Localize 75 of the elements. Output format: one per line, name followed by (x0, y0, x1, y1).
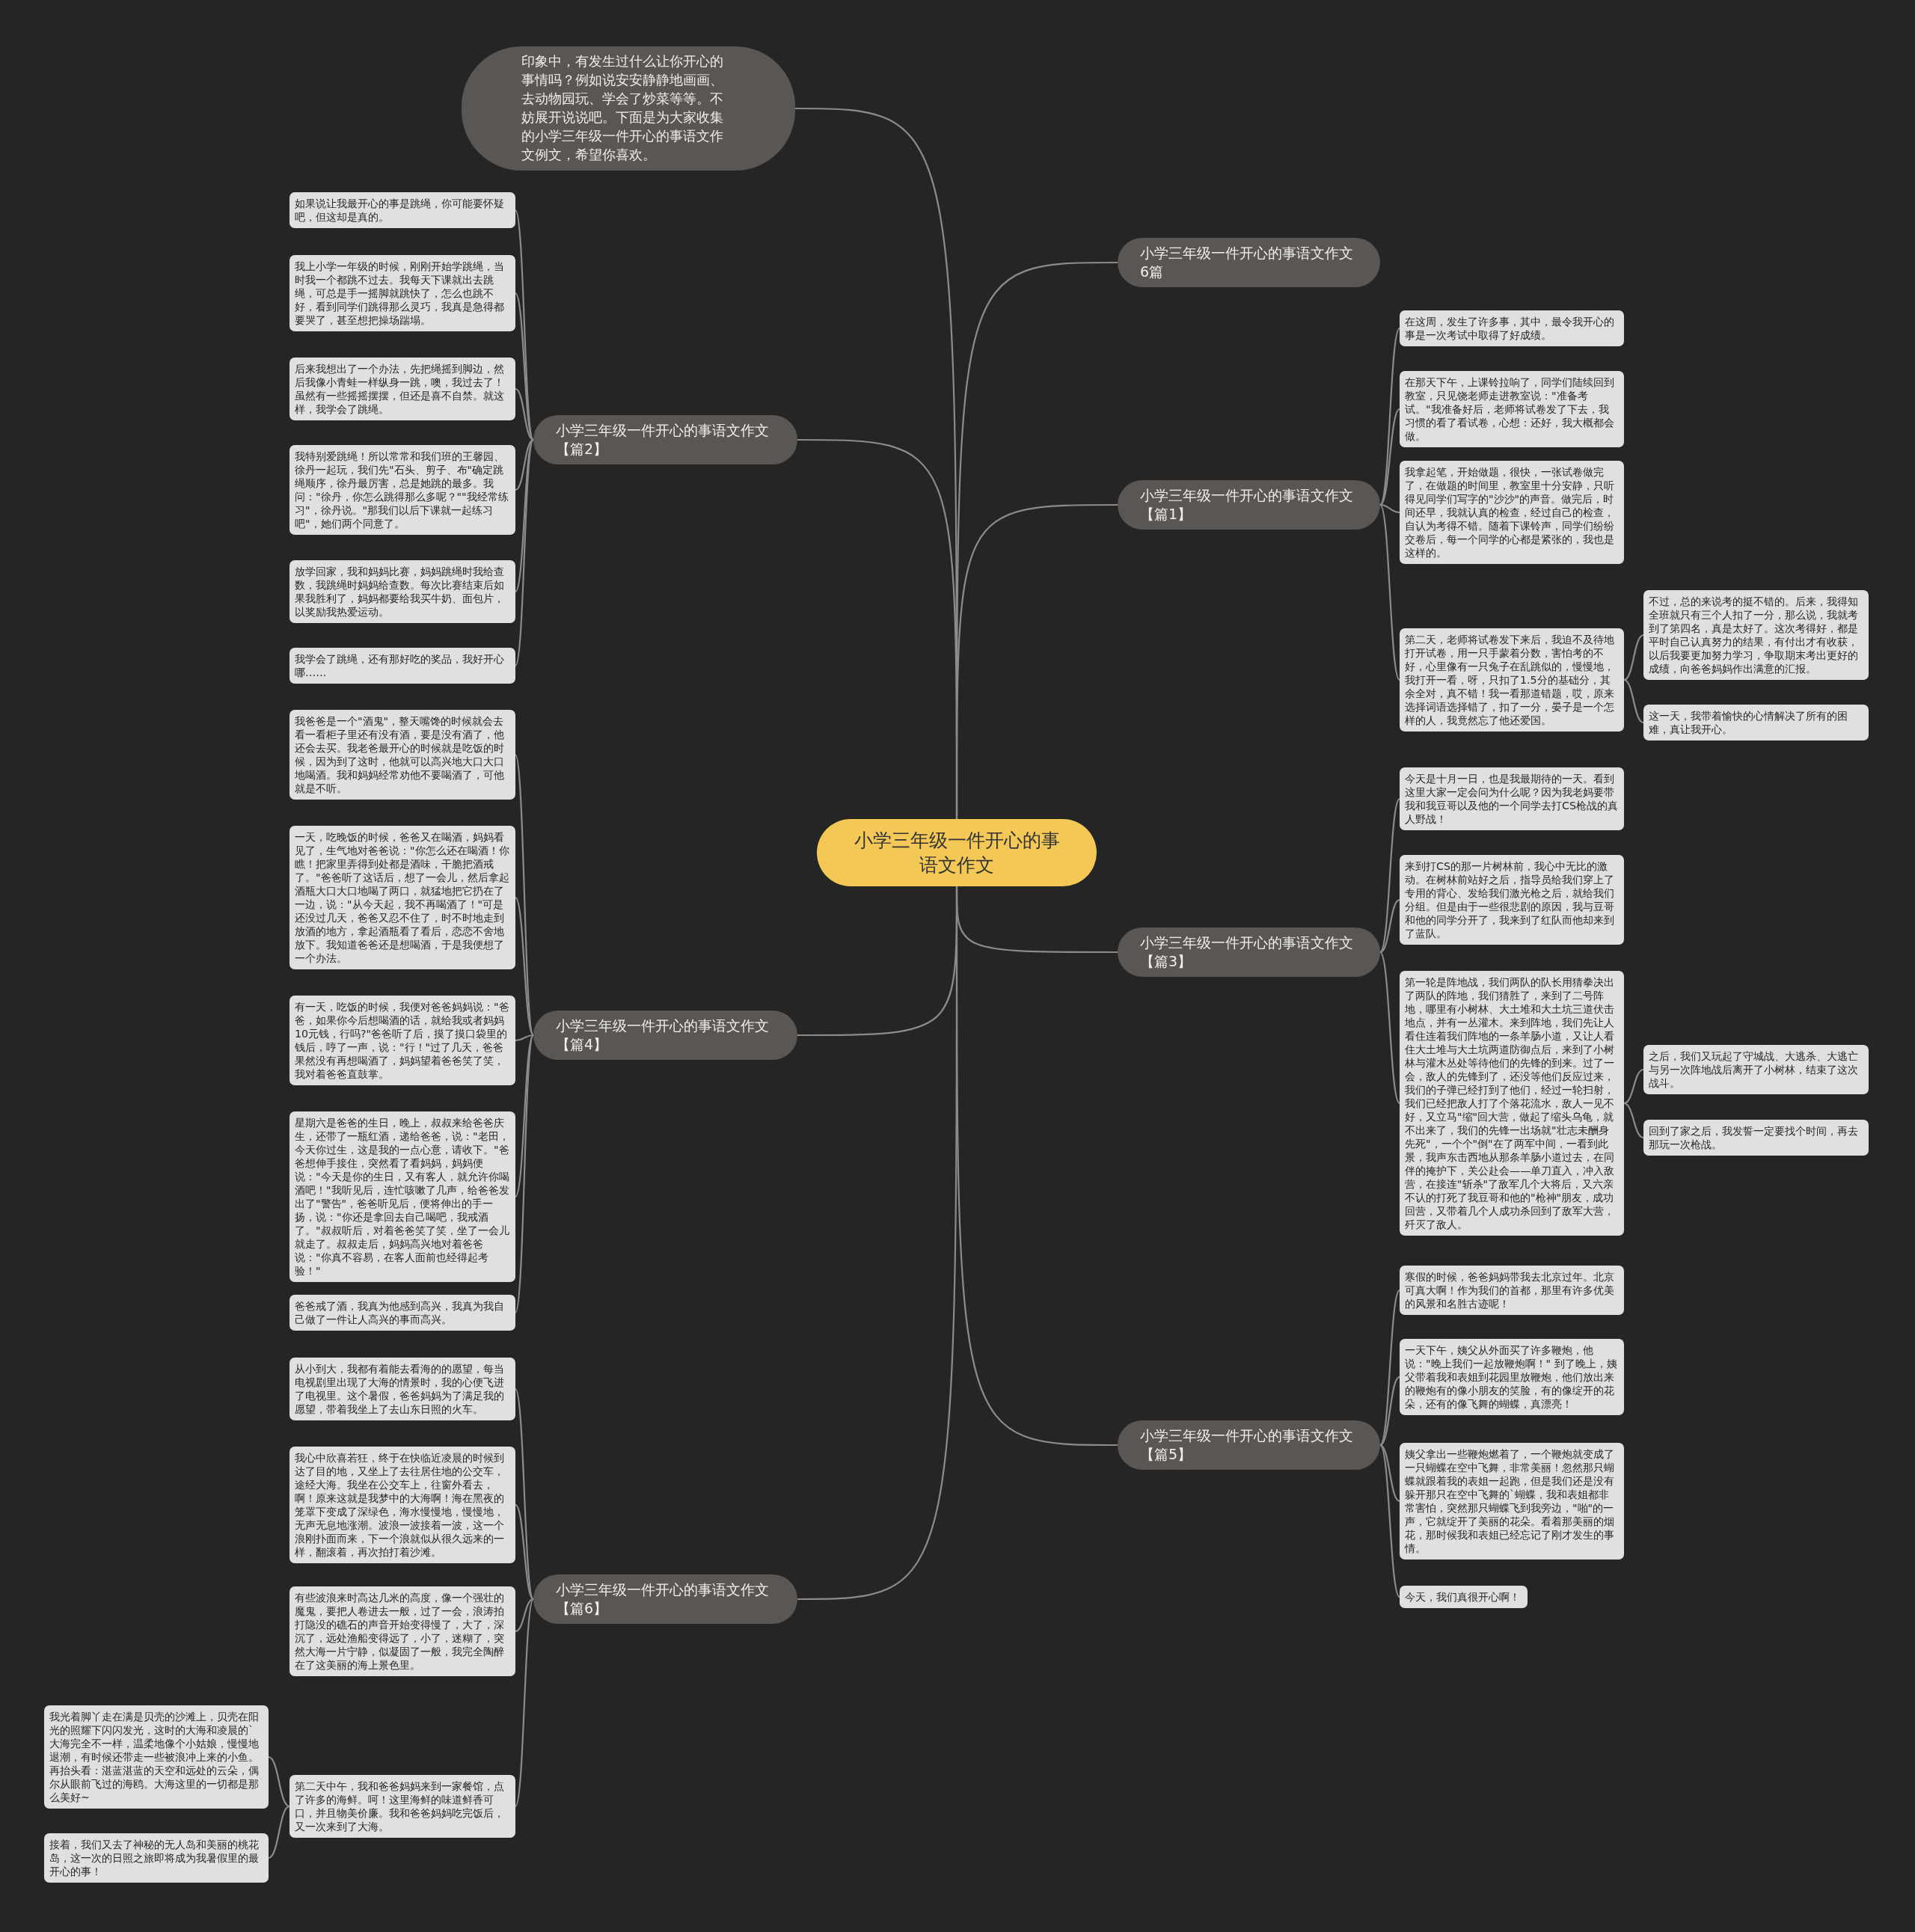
connector-line (955, 503, 1118, 819)
text-card: 一天，吃晚饭的时候，爸爸又在喝酒，妈妈看见了，生气地对爸爸说："你怎么还在喝酒！你瞧！把家里弄得到处都是酒味，干脆把酒戒了。"爸爸听了这话后，想了一会儿，然后拿起酒瓶大口大口地喝了两口，就猛地把它扔在了一边，说："从今天起，我不再喝酒了！"可是还没过几天，爸爸又忍不住了，时不时地走到放酒的地方，拿起酒瓶看了看后，恋恋不舍地放下。我知道爸爸还是想喝酒，于是我便想了一个办法。 (289, 826, 515, 969)
text-card: 有一天，吃饭的时候，我便对爸爸妈妈说："爸爸，如果你今后想喝酒的话，就给我或者妈妈10元钱，行吗?"爸爸听了后，摸了摸口袋里的钱后，哼了一声，说："行！"过了几天，爸爸果然没有再想喝酒了，妈妈望着爸爸笑了笑，我对着爸爸直鼓掌。 (289, 996, 515, 1085)
text-card: 不过，总的来说考的挺不错的。后来，我得知全班就只有三个人扣了一分，那么说，我就考到了第四名，真是太好了。这次考得好，都是平时自己认真努力的结果，有付出才有收获，以后我要更加努力学习，争取期末考出更好的成绩，向爸爸妈妈作出满意的汇报。 (1643, 590, 1869, 680)
connector-line (1379, 328, 1400, 506)
branch-pill: 小学三年级一件开心的事语文作文【篇6】 (533, 1574, 797, 1624)
connector-line (515, 897, 534, 1036)
connector-line (1379, 1444, 1400, 1502)
intro-bubble: 印象中，有发生过什么让你开心的事情吗？例如说安安静静地画画、去动物园玩、学会了炒菜等等。不妨展开说说吧。下面是为大家收集的小学三年级一件开心的事语文作文例文，希望你喜欢。 (462, 46, 795, 171)
connector-line (515, 439, 534, 491)
connector-line (515, 1034, 534, 1042)
text-card: 我拿起笔，开始做题，很快，一张试卷做完了，在做题的时间里，教室里十分安静，只听得见同学们写字的"沙沙"的声音。做完后，时间还早，我就认真的检查，经过自己的检查，自认为考得不错。随着下课铃声，同学们纷纷交卷后，每一个同学的心都是紧张的，我也是这样的。 (1400, 461, 1624, 564)
text-card: 从小到大，我都有着能去看海的的愿望，每当电视剧里出现了大海的情景时，我的心便飞进了电视里。这个暑假，爸爸妈妈为了满足我的愿望，带着我坐上了去山东日照的火车。 (289, 1358, 515, 1420)
text-card: 回到了家之后，我发誓一定要找个时间，再去那玩一次枪战。 (1643, 1120, 1869, 1156)
branch-pill: 小学三年级一件开心的事语文作文【篇2】 (533, 415, 797, 464)
text-card: 第二天中午，我和爸爸妈妈来到一家餐馆，点了许多的海鲜。呵！这里海鲜的味道鲜香可口，并且物美价廉。我和爸爸妈妈吃完饭后，又一次来到了大海。 (289, 1775, 515, 1838)
text-card: 在这周，发生了许多事，其中，最令我开心的事是一次考试中取得了好成绩。 (1400, 310, 1624, 346)
branch-pill: 小学三年级一件开心的事语文作文【篇5】 (1118, 1420, 1380, 1470)
text-card: 我上小学一年级的时候，刚刚开始学跳绳，当时我一个都跳不过去。我每天下课就出去跳绳，可总是手一摇脚就跳快了，怎么也跳不好，看到同学们跳得那么灵巧，我真是急得都要哭了，甚至想把操场踹塌。 (289, 255, 515, 331)
central-topic-bubble: 小学三年级一件开心的事语文作文 (817, 819, 1097, 886)
connector-line (515, 388, 534, 441)
connector-line (1623, 678, 1644, 724)
text-card: 如果说让我最开心的事是跳绳，你可能要怀疑吧，但这却是真的。 (289, 192, 515, 228)
text-card: 后来我想出了一个办法，先把绳摇到脚边，然后我像小青蛙一样纵身一跳，噢，我过去了！虽然有一些摇摇摆摆，但还是喜不自禁。就这样，我学会了跳绳。 (289, 358, 515, 420)
branch-pill: 小学三年级一件开心的事语文作文6篇 (1118, 238, 1380, 287)
branch-pill: 小学三年级一件开心的事语文作文【篇4】 (533, 1011, 797, 1060)
connector-line (1379, 899, 1400, 953)
text-card: 爸爸戒了酒，我真为他感到高兴，我真为我自己做了一件让人高兴的事而高兴。 (289, 1295, 515, 1331)
text-card: 寒假的时候，爸爸妈妈带我去北京过年。北京可真大啊！作为我们的首都，那里有许多优美的风景和名胜古迹呢！ (1400, 1266, 1624, 1315)
text-card: 这一天，我带着愉快的心情解决了所有的困难，真让我开心。 (1643, 705, 1869, 740)
text-card: 接着，我们又去了神秘的无人岛和美丽的桃花岛，这一次的日照之旅即将成为我暑假里的最开心的事！ (44, 1833, 269, 1883)
text-card: 在那天下午，上课铃拉响了，同学们陆续回到教室，只见饶老师走进教室说："准备考试。"我准备好后，老师将试卷发了下去，我习惯的看了看试卷，心想：还好，我大概都会做。 (1400, 371, 1624, 447)
connector-line (515, 1388, 534, 1600)
connector-line (1379, 503, 1400, 514)
branch-pill: 小学三年级一件开心的事语文作文【篇1】 (1118, 480, 1380, 530)
text-card: 我心中欣喜若狂，终于在快临近凌晨的时候到达了目的地，又坐上了去往居住地的公交车，途经大海。我坐在公交车上，往窗外看去，啊！原来这就是我梦中的大海啊！海在黑夜的笼罩下变成了深绿色，海水慢慢地，慢慢地，无声无息地涨潮。波浪一波接着一波，这一个浪刚扑面而来，下一个浪就似从很久远来的一样，翻滚着，再次拍打着沙滩。 (289, 1447, 515, 1563)
text-card: 一天下午，姨父从外面买了许多鞭炮，他说："晚上我们一起放鞭炮啊！" 到了晚上，姨父带着我和表姐到花园里放鞭炮，他们放出来的鞭炮有的像小朋友的笑脸，有的像绽开的花朵，还有的像飞舞的蝴蝶，真漂亮！ (1400, 1339, 1624, 1415)
text-card: 有些波浪来时高达几米的高度，像一个强壮的魔鬼，要把人卷进去一般，过了一会，浪涛拍打隐没的礁石的声音开始变得慢了，大了，深沉了，远处渔船变得远了，小了，迷糊了，突然大海一片宁静，似凝固了一般，我完全陶醉在了这美丽的海上景色里。 (289, 1586, 515, 1676)
text-card: 第二天，老师将试卷发下来后，我迫不及待地打开试卷，用一只手蒙着分数，害怕考的不好，心里像有一只兔子在乱跳似的，慢慢地，我打开一看，呀，只扣了1.5分的基础分，其余全对，真不错！我一看那道错题，哎，原来选择词语选择错了，扣了一分，晏子是一个怎样的人，我竟然忘了他还爱国。 (1400, 628, 1624, 732)
connector-line (1379, 504, 1400, 681)
text-card: 我爸爸是一个"酒鬼"，整天嘴馋的时候就会去看一看柜子里还有没有酒，要是没有酒了，他还会去买。我老爸最开心的时候就是吃饭的时候，因为到了这时，他就可以高兴地大口大口地喝酒。我和妈妈经常劝他不要喝酒了，可他就是不听。 (289, 710, 515, 800)
connector-line (515, 292, 534, 441)
connector-line (1379, 798, 1400, 953)
branch-pill: 小学三年级一件开心的事语文作文【篇3】 (1118, 927, 1380, 977)
connector-line (268, 1806, 290, 1859)
text-card: 第一轮是阵地战，我们两队的队长用猜拳决出了两队的阵地，我们猜胜了，来到了二号阵地，哪里有小树林、大土堆和大土坑三道伏击地点，并有一丛灌木。来到阵地，我们先让人看住连着我们阵地的一条羊肠小道，又让人看住大土堆与大土坑两道防御点后，来到了小树林与灌木丛处等待他们的先锋的到来。过了一会，敌人的先锋到了，还没等他们反应过来，我们的子弹已经打到了他们，经过一轮扫射，我们已经把敌人打了个落花流水，敌人一见不好，又立马"缩"回大营，做起了缩头乌龟，就不出来了，我们的先锋一出场就"壮志未酬身先死"，一个个"倒"在了两军中间，一看到此景，我声东击西地从那条羊肠小道过去，在同伴的掩护下，关公赴会——单刀直入，冲入敌营，在接连"斩杀"了敌军几个大将后，又六亲不认的打死了我豆哥和他的"枪神"朋友，成功回营，又带着几个人成功杀回到了敌军大营，歼灭了敌人。 (1400, 971, 1624, 1236)
text-card: 姨父拿出一些鞭炮燃着了，一个鞭炮就变成了一只蝴蝶在空中飞舞，非常美丽！忽然那只蝴蝶就跟着我的表姐一起跑，但是我们还是没有躲开那只在空中飞舞的`蝴蝶，我和表姐都非常害怕，突然那只蝴蝶飞到我旁边，"啪"的一声，它就绽开了美丽的花朵。看着那美丽的烟花，那时候我和表姐已经忘记了刚才发生的事情。 (1400, 1443, 1624, 1560)
connector-line (1379, 951, 1400, 1104)
text-card: 我特别爱跳绳！所以常常和我们班的王馨园、徐丹一起玩，我们先"石头、剪子、布"确定跳绳顺序，徐丹最厉害，总是她跳的最多。我问："徐丹，你怎么跳得那么多呢？""我经常练习"，徐丹说。"那我们以后下课就一起练习吧"，她们两个同意了。 (289, 445, 515, 535)
connector-line (514, 1034, 535, 1313)
connector-line (515, 439, 534, 592)
connector-line (515, 1034, 534, 1197)
connector-line (1623, 1068, 1644, 1105)
text-card: 我光着脚丫走在满是贝壳的沙滩上，贝壳在阳光的照耀下闪闪发光，这时的大海和凌晨的`大海完全不一样，温柔地像个小姑娘，慢慢地退潮，有时候还带走一些被浪冲上来的小鱼。再抬头看：湛蓝湛蓝的天空和远处的云朵，偶尔从眼前飞过的海鸥。大海这里的一切都是那么美好~ (44, 1705, 269, 1809)
text-card: 来到打CS的那一片树林前，我心中无比的激动。在树林前站好之后，指导员给我们穿上了专用的背心、发给我们激光枪之后，就给我们分组。但是由于一些很悲剧的原因，我与豆哥和他的同学分开了，我来到了红队而他却来到了蓝队。 (1400, 855, 1624, 945)
text-card: 之后，我们又玩起了守城战、大逃杀、大逃亡与另一次阵地战后离开了小树林，结束了这次战斗。 (1643, 1045, 1869, 1094)
connector-line (515, 1598, 534, 1807)
connector-line (268, 1755, 290, 1808)
text-card: 放学回家，我和妈妈比赛，妈妈跳绳时我给查数，我跳绳时妈妈给查数。每次比赛结束后如果我胜利了，妈妈都要给我买牛奶、面包片，以奖励我热爱运动。 (289, 560, 515, 623)
text-card: 星期六是爸爸的生日，晚上，叔叔来给爸爸庆生，还带了一瓶红酒，递给爸爸，说："老田，今天你过生，这是我的一点心意，请收下。"爸爸想伸手接住，突然看了看妈妈，妈妈便说："今天是你的生日，又有客人，就允许你喝酒吧！"我听见后，连忙咳嗽了几声，给爸爸发出了"警告"，爸爸听见后，便将伸出的手一扬，说："你还是拿回去自己喝吧，我戒酒了。"叔叔听后，对着爸爸笑了笑，坐了一会儿就走了。叔叔走后，妈妈高兴地对着爸爸说："你真不容易，在客人面前也经得起考验！" (289, 1111, 515, 1282)
connector-line (515, 1504, 534, 1600)
text-card: 我学会了跳绳，还有那好吃的奖品，我好开心哪…… (289, 648, 515, 684)
connector-line (1379, 1444, 1400, 1598)
connector-line (797, 886, 958, 1601)
connector-line (1379, 1289, 1400, 1446)
connector-line (1379, 1376, 1400, 1446)
connector-line (515, 1598, 534, 1633)
connector-line (1623, 634, 1644, 681)
connector-line (514, 754, 535, 1036)
connector-line (1379, 408, 1400, 506)
connector-line (515, 209, 534, 441)
connector-line (515, 439, 534, 666)
connector-line (1623, 1102, 1644, 1139)
text-card: 今天，我们真很开心啊！ (1400, 1586, 1528, 1608)
text-card: 今天是十月一日，也是我最期待的一天。看到这里大家一定会问为什么呢？因为我老妈要带我和我豆哥以及他的一个同学去打CS枪战的真人野战！ (1400, 767, 1624, 830)
